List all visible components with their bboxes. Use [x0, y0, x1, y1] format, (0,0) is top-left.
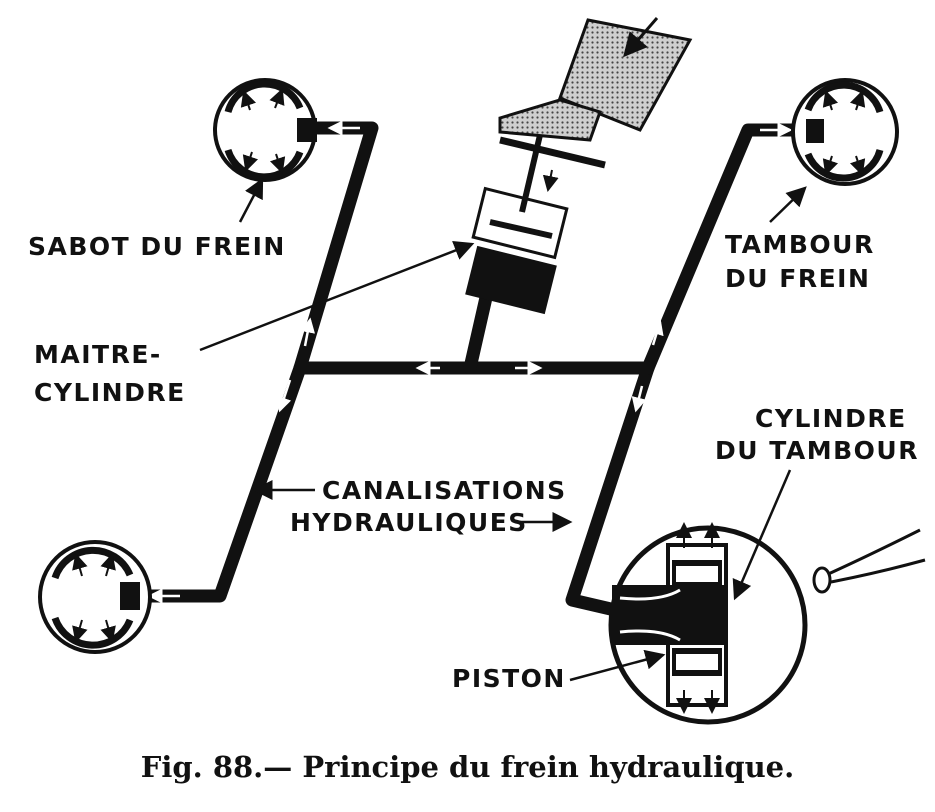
label-tambour-du-frein-line1: TAMBOUR	[725, 230, 875, 259]
figure-caption: Fig. 88.— Principe du frein hydraulique.	[140, 750, 795, 784]
label-canalisations-line2: HYDRAULIQUES	[290, 508, 528, 537]
label-sabot-du-frein: SABOT DU FREIN	[28, 232, 286, 261]
label-maitre-cylindre-line1: MAITRE-	[34, 340, 162, 369]
brake-drum-bottom-left	[38, 540, 152, 654]
brake-cylinder-detail	[608, 522, 926, 725]
label-canalisations-line1: CANALISATIONS	[322, 476, 567, 505]
label-cylindre-du-tambour-line2: DU TAMBOUR	[715, 436, 919, 465]
flow-arrows	[147, 120, 793, 604]
label-piston: PISTON	[452, 664, 566, 693]
label-leaders	[199, 177, 807, 682]
label-cylindre-du-tambour-line1: CYLINDRE	[755, 404, 907, 433]
label-tambour-du-frein-line2: DU FREIN	[725, 264, 871, 293]
label-maitre-cylindre-line2: CYLINDRE	[34, 378, 186, 407]
brake-pedal	[498, 17, 693, 169]
master-cylinder	[465, 134, 569, 315]
brake-drum-top-right	[791, 78, 899, 186]
brake-drum-top-left	[213, 78, 317, 182]
